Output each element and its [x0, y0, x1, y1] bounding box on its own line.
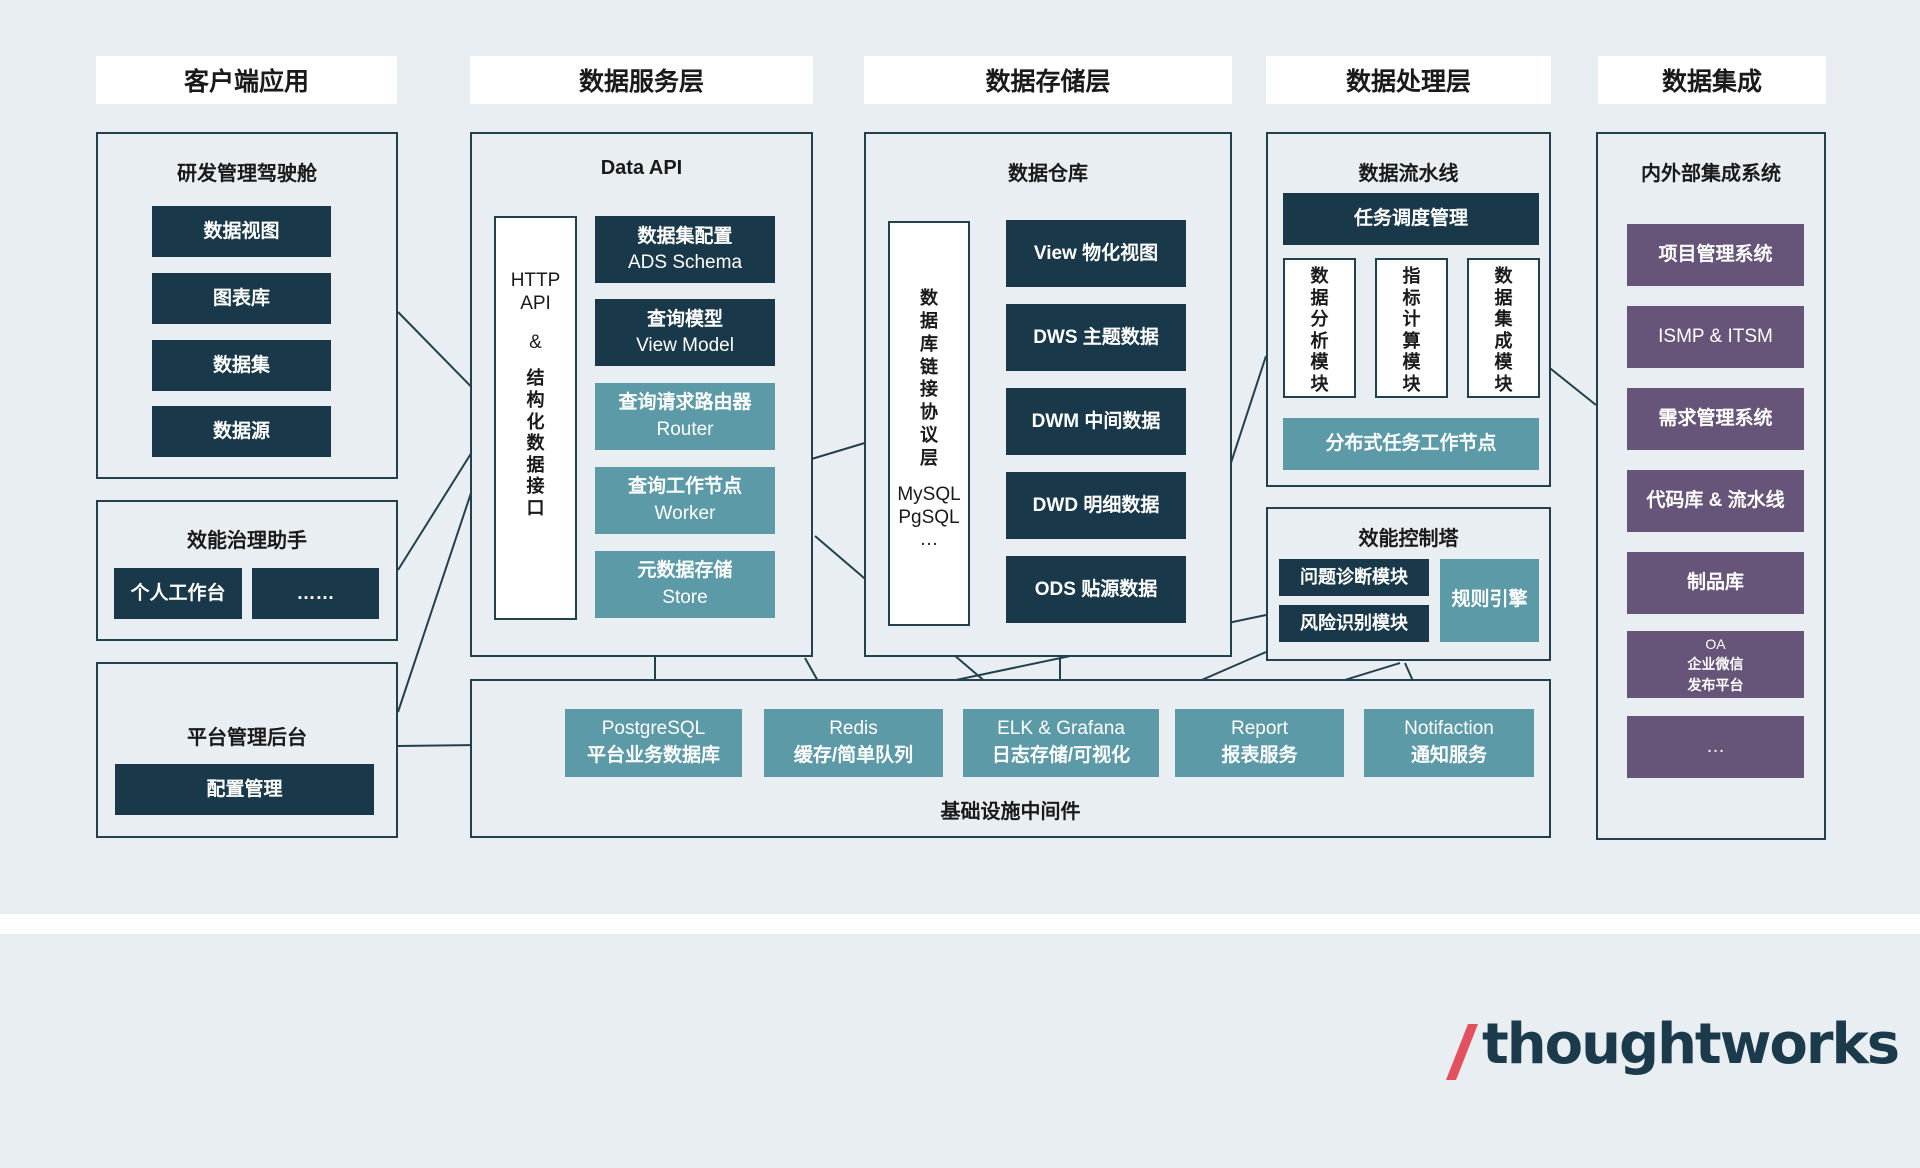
integration-title: 内外部集成系统 [1641, 163, 1781, 185]
layer-dwd[interactable]: DWD 明细数据 [1006, 472, 1186, 539]
header-storage: 数据存储层 [864, 56, 1232, 104]
assistant-item-workbench[interactable]: 个人工作台 [114, 568, 242, 619]
tower-rules-engine[interactable]: 规则引擎 [1440, 559, 1539, 642]
header-client: 客户端应用 [96, 56, 397, 104]
cockpit-item-dataset[interactable]: 数据集 [152, 340, 331, 391]
cockpit-item-chart-library[interactable]: 图表库 [152, 273, 331, 324]
header-processing: 数据处理层 [1266, 56, 1551, 104]
admin-item-config[interactable]: 配置管理 [115, 764, 374, 815]
pipeline-module-metrics[interactable]: 指 标 计 算 模 块 [1375, 258, 1448, 398]
http-api-line2: API [520, 292, 551, 314]
cockpit-title: 研发管理驾驶舱 [177, 163, 317, 185]
header-service: 数据服务层 [470, 56, 813, 104]
db-protocol-box: 数 据 库 链 接 协 议 层 MySQL PgSQL … [888, 221, 970, 626]
slash-icon [1446, 1024, 1478, 1080]
logo-wordmark: thoughtworks [1482, 1012, 1900, 1077]
header-integration: 数据集成 [1598, 56, 1826, 104]
assistant-item-more[interactable]: …… [252, 568, 379, 619]
middleware-title: 基础设施中间件 [940, 801, 1081, 823]
http-api-vertical: 结 构 化 数 据 接 口 [526, 368, 545, 518]
db-protocol-more: … [919, 529, 939, 551]
scheduler-box[interactable]: 任务调度管理 [1283, 193, 1539, 245]
thoughtworks-logo: thoughtworks [1446, 1012, 1900, 1088]
integration-item-requirements[interactable]: 需求管理系统 [1627, 388, 1804, 450]
assistant-title: 效能治理助手 [187, 530, 307, 552]
pipeline-module-analysis[interactable]: 数 据 分 析 模 块 [1283, 258, 1356, 398]
admin-title: 平台管理后台 [187, 727, 307, 749]
data-api-title: Data API [600, 157, 683, 179]
db-protocol-vertical: 数 据 库 链 接 协 议 层 [920, 288, 938, 469]
pipeline-title: 数据流水线 [1358, 163, 1459, 185]
warehouse-title: 数据仓库 [1008, 163, 1088, 185]
http-api-line1: HTTP [510, 270, 561, 291]
divider-band [0, 914, 1920, 934]
db-protocol-mysql: MySQL [897, 483, 961, 505]
integration-item-project[interactable]: 项目管理系统 [1627, 224, 1804, 286]
layer-dwm[interactable]: DWM 中间数据 [1006, 388, 1186, 455]
layer-dws[interactable]: DWS 主题数据 [1006, 304, 1186, 371]
tower-title: 效能控制塔 [1358, 528, 1459, 550]
http-api-amp: & [529, 331, 542, 353]
tower-item-diagnosis[interactable]: 问题诊断模块 [1279, 559, 1429, 596]
integration-item-artifacts[interactable]: 制品库 [1627, 552, 1804, 614]
layer-ods[interactable]: ODS 贴源数据 [1006, 556, 1186, 623]
layer-view[interactable]: View 物化视图 [1006, 220, 1186, 287]
db-protocol-pgsql: PgSQL [898, 506, 960, 528]
pipeline-module-integration[interactable]: 数 据 集 成 模 块 [1467, 258, 1540, 398]
distributed-worker-box[interactable]: 分布式任务工作节点 [1283, 418, 1539, 470]
cockpit-item-data-view[interactable]: 数据视图 [152, 206, 331, 257]
http-api-box: HTTP API & 结 构 化 数 据 接 口 [494, 216, 577, 620]
cockpit-item-datasource[interactable]: 数据源 [152, 406, 331, 457]
integration-item-more[interactable]: … [1627, 716, 1804, 778]
integration-item-repo-pipeline[interactable]: 代码库 & 流水线 [1627, 470, 1804, 532]
integration-item-ismp[interactable]: ISMP & ITSM [1627, 306, 1804, 368]
integration-item-oa[interactable]: OA 企业微信 发布平台 [1627, 631, 1804, 698]
tower-item-risk[interactable]: 风险识别模块 [1279, 605, 1429, 642]
